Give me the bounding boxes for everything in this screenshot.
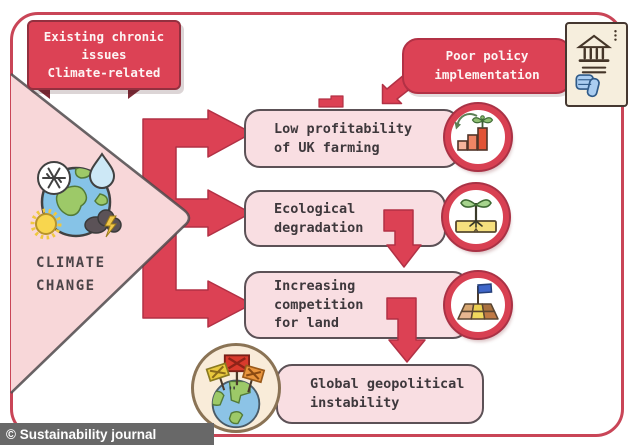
lightning-icon <box>104 215 118 238</box>
cause-label: Ecological degradation <box>274 200 364 236</box>
sun-icon <box>30 208 62 240</box>
journal-credit-label: © Sustainability journal <box>6 426 157 442</box>
poor-policy-box: Poor policy implementation <box>402 38 572 94</box>
land-parcel-flag-icon <box>445 272 511 338</box>
policy-document-card <box>565 22 628 107</box>
arrow-land-to-global <box>386 297 426 363</box>
sprout-soil-icon <box>443 184 509 250</box>
thumbs-down-icon <box>575 74 600 98</box>
cause-box-low-profitability: Low profitability of UK farming <box>244 109 460 168</box>
snowflake-icon <box>37 161 71 195</box>
journal-credit-bar: © Sustainability journal <box>0 423 214 445</box>
existing-issues-label: Existing chronic issues Climate-related <box>43 28 165 81</box>
arrow-foot-into-box1 <box>318 95 344 108</box>
climate-branch-arrows <box>142 109 253 328</box>
water-droplet-icon <box>88 152 116 189</box>
cause-box-land-competition: Increasing competition for land <box>244 271 469 339</box>
globe-conflict-flags-icon <box>191 343 281 433</box>
existing-issues-banner: Existing chronic issues Climate-related <box>27 20 181 90</box>
cause-label: Increasing competition for land <box>274 277 364 332</box>
outcome-label: Global geopolitical instability <box>310 376 465 411</box>
climate-change-label: CLIMATE CHANGE <box>36 255 106 295</box>
face-marks <box>229 386 235 390</box>
declining-bars-plant-icon <box>445 104 511 170</box>
arrow-ecological-to-land <box>383 209 422 268</box>
menu-dots-icon <box>614 30 617 41</box>
outcome-box-geopolitical-instability: Global geopolitical instability <box>276 364 484 424</box>
cause-label: Low profitability of UK farming <box>274 120 413 156</box>
climate-pentagon <box>11 74 189 393</box>
government-thumbs-down-icon <box>575 30 617 98</box>
earth-climate-icon <box>30 152 122 240</box>
pentagon-edge-shadow <box>10 72 191 394</box>
right-orange-flag <box>241 364 266 393</box>
storm-cloud-icon <box>84 209 122 238</box>
left-yellow-flag <box>205 362 231 391</box>
globe-landmasses <box>55 168 109 217</box>
poor-policy-label: Poor policy implementation <box>434 48 540 82</box>
